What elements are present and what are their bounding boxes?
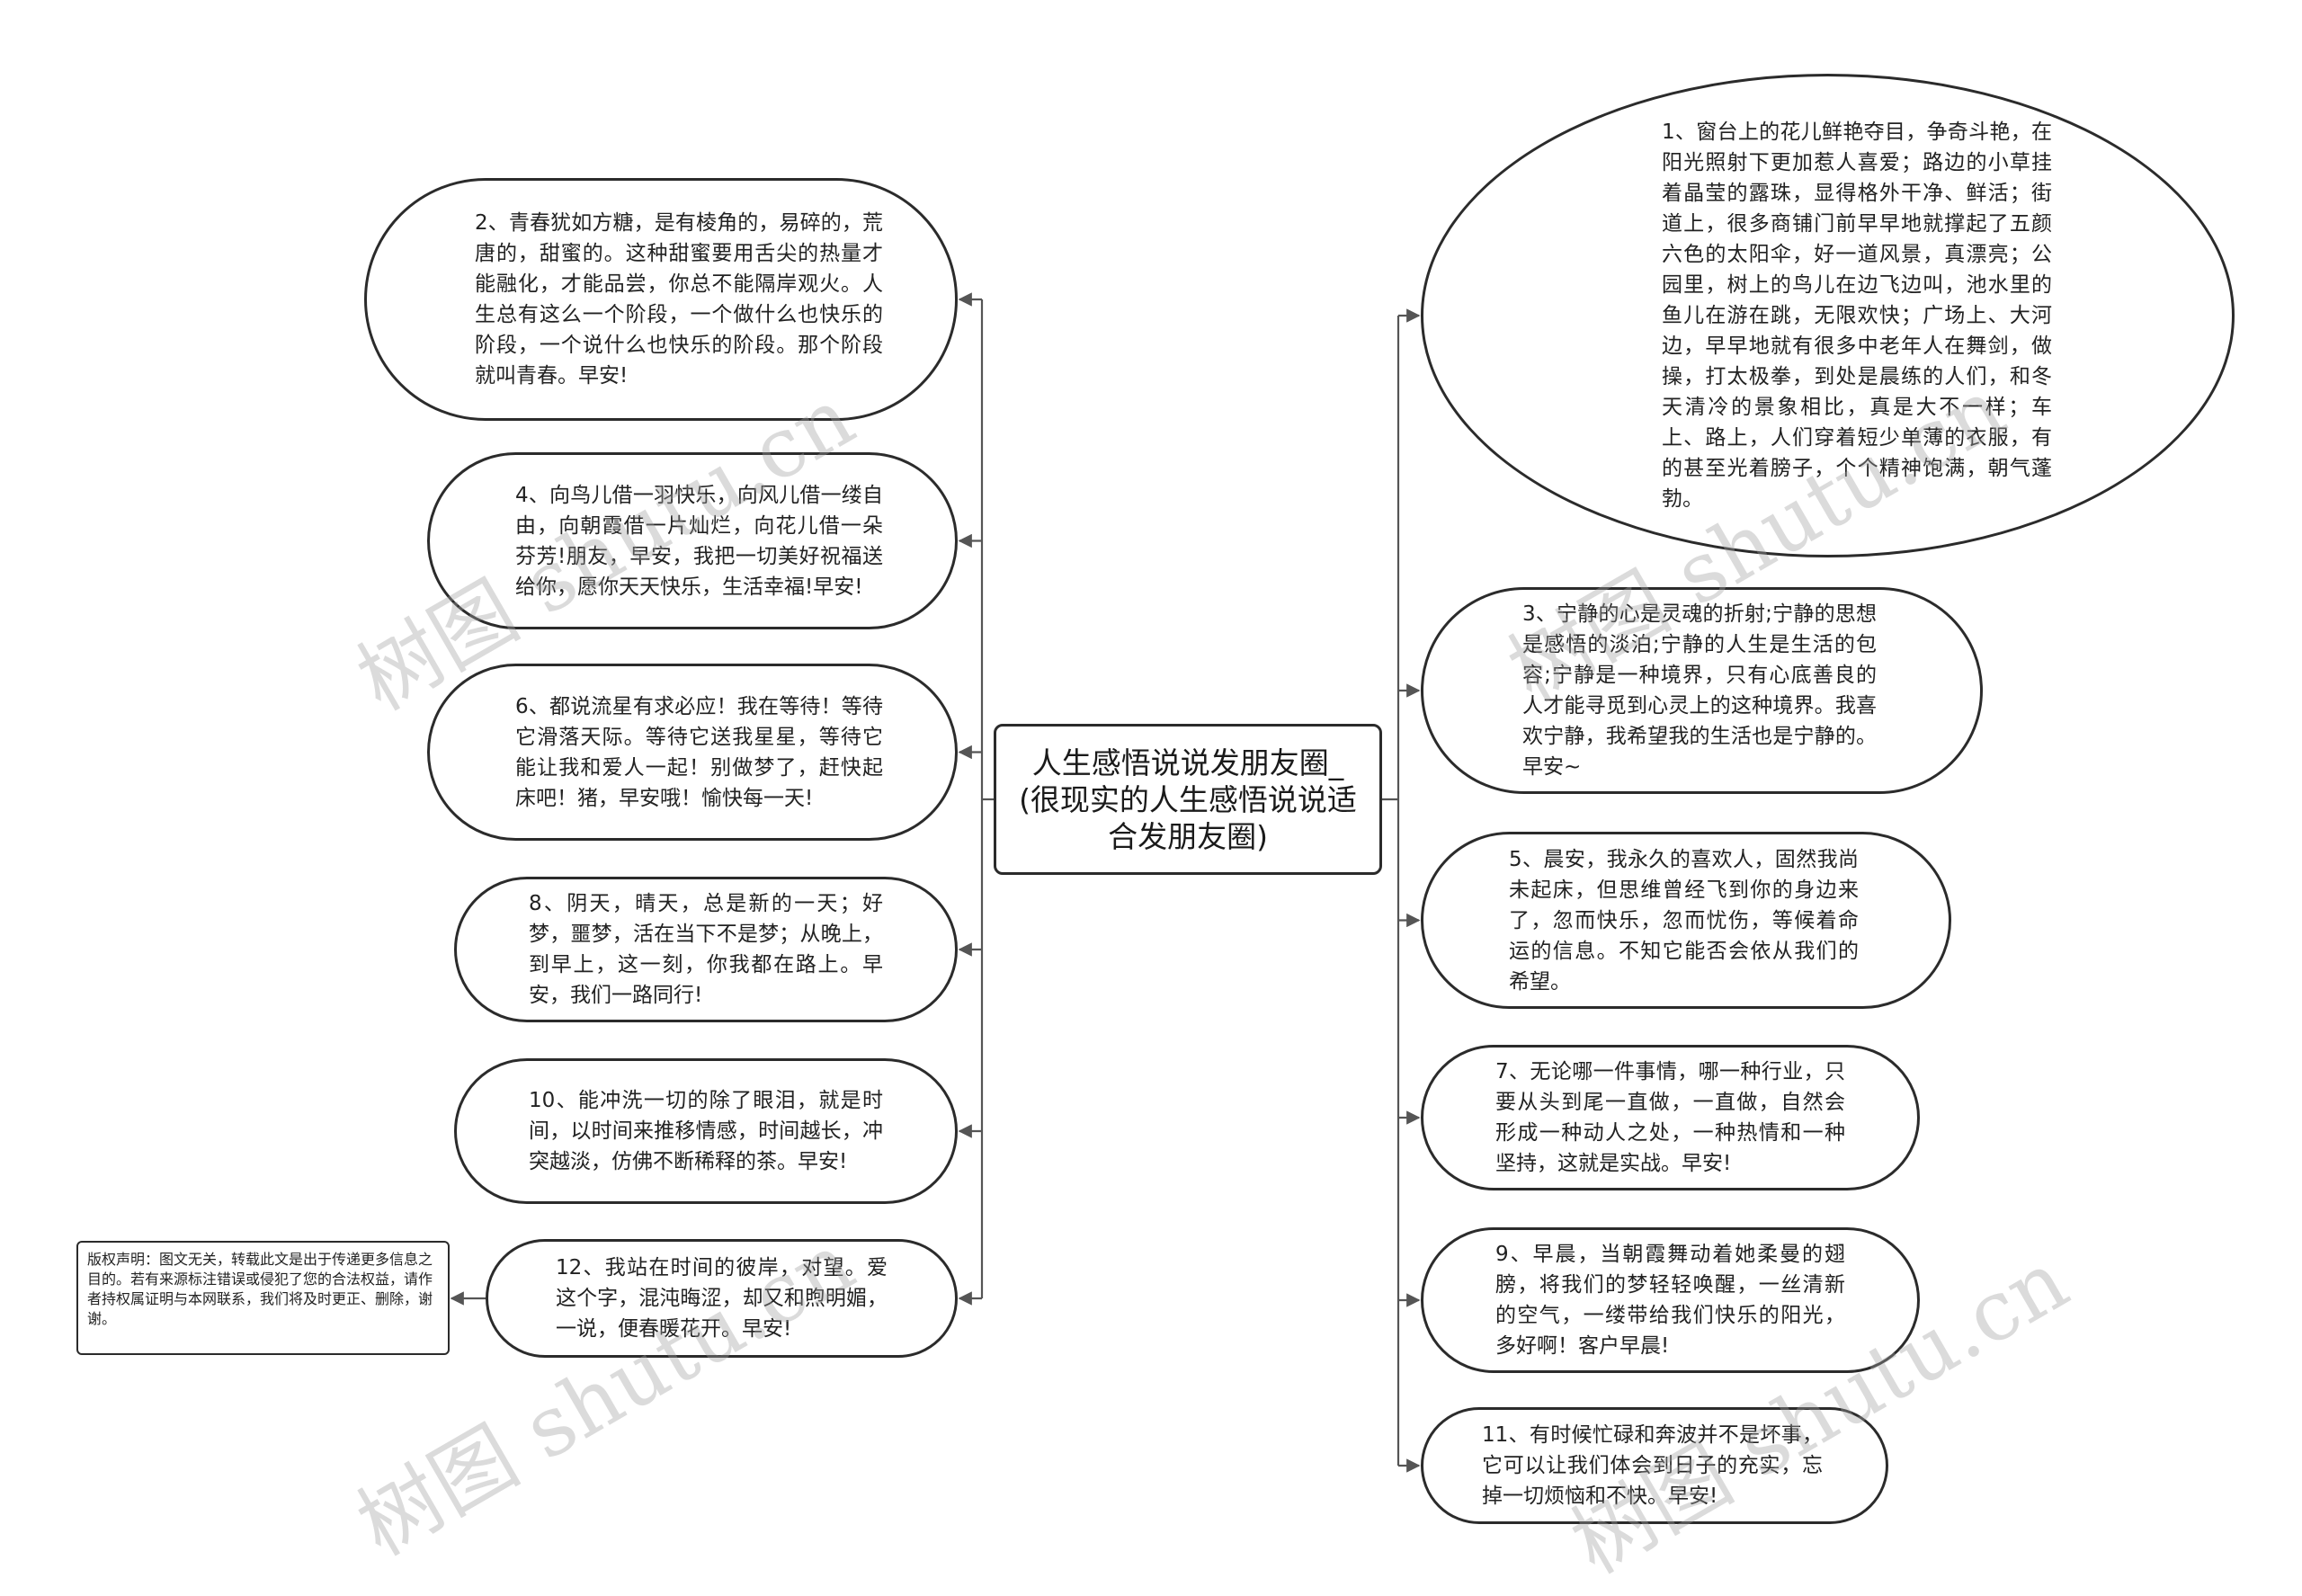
topic-node-12[interactable]: 12、我站在时间的彼岸，对望。爱这个字，混沌晦涩，却又和煦明媚，一说，便春暖花开… xyxy=(486,1239,958,1358)
topic-text: 10、能冲洗一切的除了眼泪，就是时间，以时间来推移情感，时间越长，冲突越淡，仿佛… xyxy=(529,1089,883,1173)
topic-node-10[interactable]: 10、能冲洗一切的除了眼泪，就是时间，以时间来推移情感，时间越长，冲突越淡，仿佛… xyxy=(454,1058,958,1204)
root-topic[interactable]: 人生感悟说说发朋友圈_(很现实的人生感悟说说适合发朋友圈) xyxy=(994,724,1382,875)
topic-node-1[interactable]: 1、窗台上的花儿鲜艳夺目，争奇斗艳，在阳光照射下更加惹人喜爱；路边的小草挂着晶莹… xyxy=(1421,74,2235,557)
topic-node-6[interactable]: 6、都说流星有求必应！我在等待！等待它滑落天际。等待它送我星星，等待它能让我和爱… xyxy=(427,664,958,841)
topic-text: 3、宁静的心是灵魂的折射;宁静的思想是感悟的淡泊;宁静的人生是生活的包容;宁静是… xyxy=(1522,602,1877,779)
topic-node-3[interactable]: 3、宁静的心是灵魂的折射;宁静的思想是感悟的淡泊;宁静的人生是生活的包容;宁静是… xyxy=(1421,587,1983,794)
topic-node-4[interactable]: 4、向鸟儿借一羽快乐，向风儿借一缕自由，向朝霞借一片灿烂，向花儿借一朵芬芳!朋友… xyxy=(427,452,958,629)
topic-text: 7、无论哪一件事情，哪一种行业，只要从头到尾一直做，一直做，自然会形成一种动人之… xyxy=(1495,1060,1845,1175)
topic-node-9[interactable]: 9、早晨，当朝霞舞动着她柔曼的翅膀，将我们的梦轻轻唤醒，一丝清新的空气，一缕带给… xyxy=(1421,1227,1920,1373)
topic-node-8[interactable]: 8、阴天，晴天，总是新的一天；好梦，噩梦，活在当下不是梦；从晚上，到早上，这一刻… xyxy=(454,877,958,1022)
topic-text: 5、晨安，我永久的喜欢人，固然我尚未起床，但思维曾经飞到你的身边来了，忽而快乐，… xyxy=(1509,847,1859,994)
topic-text: 9、早晨，当朝霞舞动着她柔曼的翅膀，将我们的梦轻轻唤醒，一丝清新的空气，一缕带给… xyxy=(1495,1243,1845,1358)
topic-text: 6、都说流星有求必应！我在等待！等待它滑落天际。等待它送我星星，等待它能让我和爱… xyxy=(515,694,883,810)
copyright-note: 版权声明：图文无关，转载此文是出于传递更多信息之目的。若有来源标注错误或侵犯了您… xyxy=(76,1241,450,1355)
root-topic-label: 人生感悟说说发朋友圈_(很现实的人生感悟说说适合发朋友圈) xyxy=(1019,745,1357,854)
topic-text: 8、阴天，晴天，总是新的一天；好梦，噩梦，活在当下不是梦；从晚上，到早上，这一刻… xyxy=(529,892,883,1007)
topic-node-2[interactable]: 2、青春犹如方糖，是有棱角的，易碎的，荒唐的，甜蜜的。这种甜蜜要用舌尖的热量才能… xyxy=(364,178,958,421)
copyright-text: 版权声明：图文无关，转载此文是出于传递更多信息之目的。若有来源标注错误或侵犯了您… xyxy=(87,1251,433,1327)
topic-text: 1、窗台上的花儿鲜艳夺目，争奇斗艳，在阳光照射下更加惹人喜爱；路边的小草挂着晶莹… xyxy=(1662,120,2052,511)
topic-text: 11、有时候忙碌和奔波并不是坏事，它可以让我们体会到日子的充实，忘掉一切烦恼和不… xyxy=(1482,1423,1823,1508)
topic-node-7[interactable]: 7、无论哪一件事情，哪一种行业，只要从头到尾一直做，一直做，自然会形成一种动人之… xyxy=(1421,1045,1920,1190)
topic-text: 12、我站在时间的彼岸，对望。爱这个字，混沌晦涩，却又和煦明媚，一说，便春暖花开… xyxy=(556,1256,888,1341)
topic-text: 4、向鸟儿借一羽快乐，向风儿借一缕自由，向朝霞借一片灿烂，向花儿借一朵芬芳!朋友… xyxy=(515,483,883,599)
topic-text: 2、青春犹如方糖，是有棱角的，易碎的，荒唐的，甜蜜的。这种甜蜜要用舌尖的热量才能… xyxy=(475,211,883,388)
topic-node-11[interactable]: 11、有时候忙碌和奔波并不是坏事，它可以让我们体会到日子的充实，忘掉一切烦恼和不… xyxy=(1421,1407,1888,1524)
topic-node-5[interactable]: 5、晨安，我永久的喜欢人，固然我尚未起床，但思维曾经飞到你的身边来了，忽而快乐，… xyxy=(1421,832,1951,1009)
